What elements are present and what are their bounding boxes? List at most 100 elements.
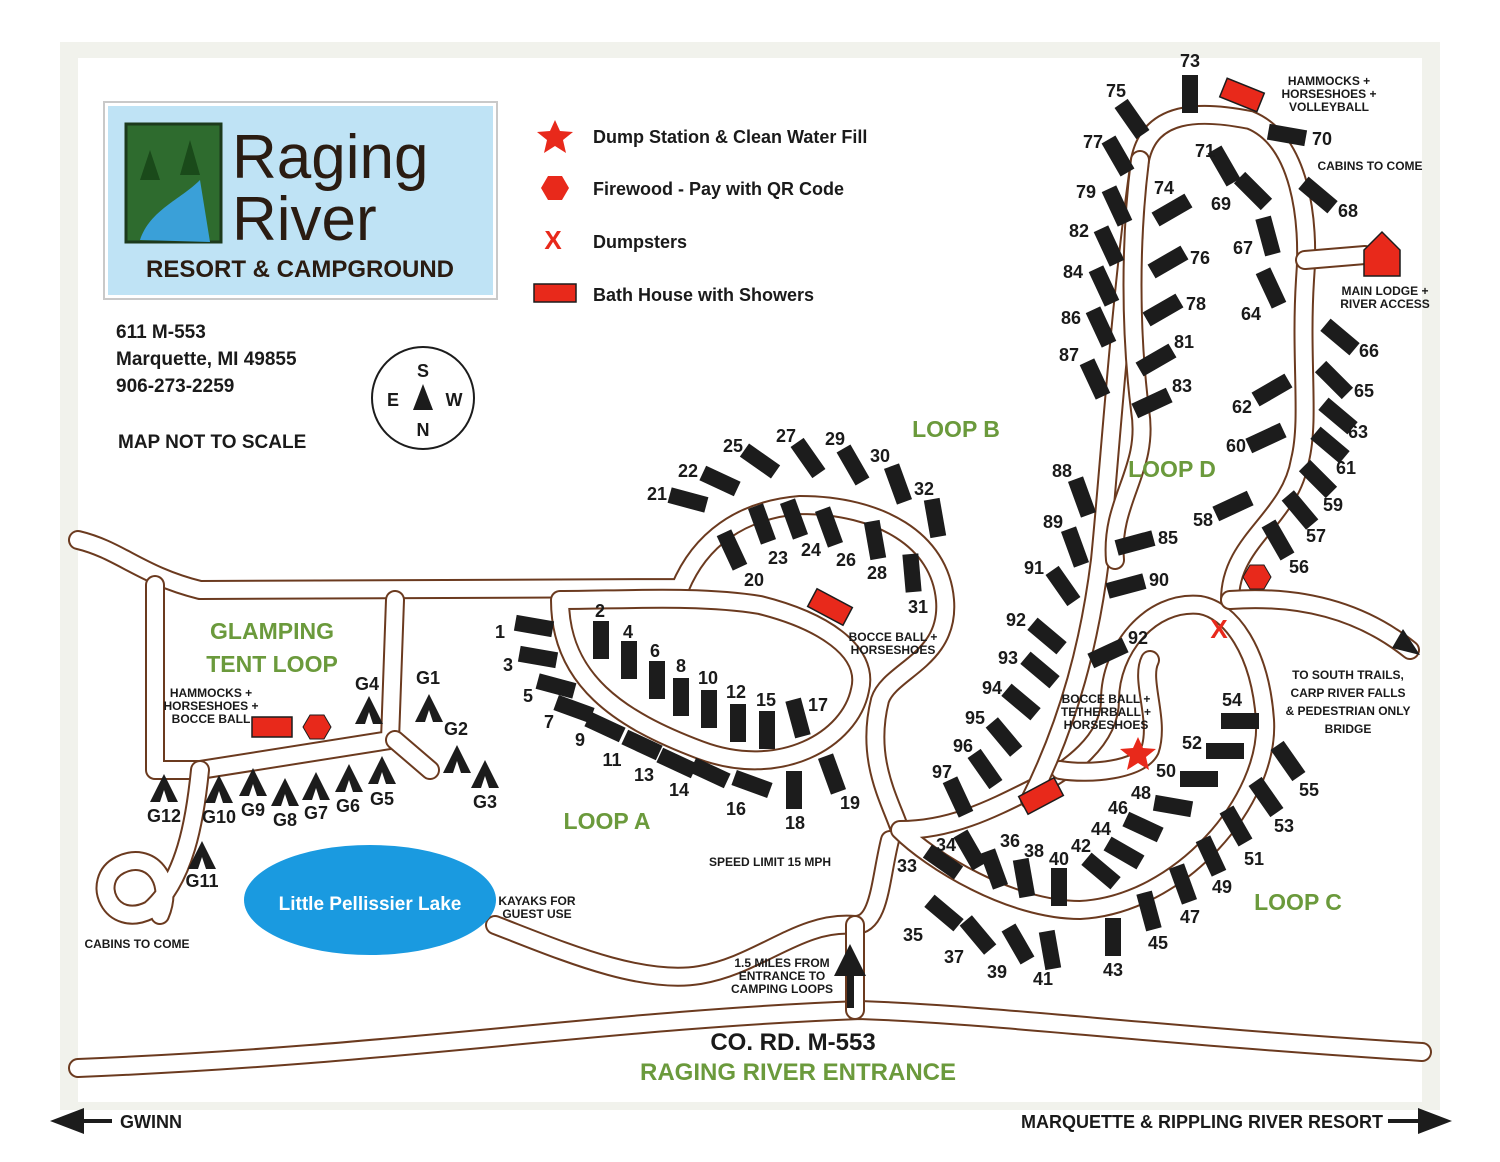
campsite-57: 57: [1281, 490, 1326, 546]
campsite-21: 21: [647, 484, 709, 513]
campsite-number: 40: [1049, 849, 1069, 869]
loop-d-label: LOOP D: [1128, 456, 1216, 482]
campsite-number: 54: [1222, 690, 1242, 710]
campsite-number: 5: [523, 686, 533, 706]
svg-text:HORSESHOES +: HORSESHOES +: [163, 699, 258, 713]
campsite-number: 26: [836, 550, 856, 570]
dumpster-icon: X: [1210, 614, 1228, 644]
campsite-pad: [790, 437, 826, 479]
campsite-pad: [779, 498, 809, 540]
campsite-94: 94: [982, 678, 1041, 721]
campsite-number: 69: [1211, 194, 1231, 214]
campsite-78: 78: [1142, 293, 1206, 327]
campsite-5: 5: [523, 673, 577, 706]
glamping-site-g1: G1: [415, 668, 443, 722]
svg-text:HORSESHOES +: HORSESHOES +: [1281, 87, 1376, 101]
tent-icon: [471, 760, 499, 788]
campsite-17: 17: [785, 695, 828, 739]
campsite-82: 82: [1069, 221, 1125, 267]
campsite-pad: [924, 894, 964, 932]
campsite-36: 36: [979, 831, 1020, 890]
glamping-site-g9: G9: [239, 768, 267, 820]
campsite-38: 38: [1012, 841, 1044, 899]
campsite-number: 6: [650, 641, 660, 661]
glamping-site-g2: G2: [443, 719, 471, 773]
campsite-number: 63: [1348, 422, 1368, 442]
glamping-site-label: G11: [185, 871, 218, 891]
campsite-number: 77: [1083, 132, 1103, 152]
address-street: 611 M-553: [116, 322, 206, 343]
svg-text:TO SOUTH TRAILS,: TO SOUTH TRAILS,: [1292, 668, 1404, 682]
campsite-number: 97: [932, 762, 952, 782]
svg-text:HORSESHOES: HORSESHOES: [1064, 718, 1149, 732]
bathhouse-top: [1218, 77, 1266, 113]
campsite-number: 11: [602, 750, 621, 770]
campsite-number: 92: [1128, 628, 1148, 648]
campsite-13: 13: [634, 747, 698, 785]
campsite-number: 16: [726, 799, 746, 819]
campsite-pad: [621, 729, 663, 761]
campsite-number: 36: [1000, 831, 1020, 851]
campsite-number: 89: [1043, 512, 1063, 532]
campsite-10: 10: [698, 668, 718, 728]
campsite-1: 1: [495, 614, 555, 642]
campsite-71: 71: [1195, 141, 1241, 187]
campsite-pad: [1233, 171, 1273, 211]
campsite-number: 85: [1158, 528, 1178, 548]
svg-text:RIVER ACCESS: RIVER ACCESS: [1340, 297, 1430, 311]
campsite-number: 41: [1033, 969, 1053, 989]
campsite-40: 40: [1049, 849, 1069, 906]
campsite-pad: [1270, 740, 1306, 782]
campsite-pad: [1298, 459, 1338, 499]
campsite-pad: [1085, 306, 1117, 348]
svg-text:HORSESHOES: HORSESHOES: [851, 643, 936, 657]
campsite-number: 53: [1274, 816, 1294, 836]
campsite-37: 37: [944, 915, 997, 967]
campsite-48: 48: [1131, 783, 1194, 818]
campsite-pad: [785, 697, 811, 739]
campsite-56: 56: [1261, 519, 1309, 577]
campsite-pad: [747, 503, 777, 545]
campsite-number: 21: [647, 484, 667, 504]
campsite-88: 88: [1052, 461, 1097, 518]
campsite-pad: [1105, 573, 1147, 599]
campsite-29: 29: [825, 429, 870, 486]
campsite-pad: [1219, 805, 1253, 847]
campsite-pad: [1248, 776, 1284, 818]
glamping-site-label: G6: [336, 796, 360, 816]
campsite-number: 90: [1149, 570, 1169, 590]
campsite-number: 74: [1154, 178, 1174, 198]
campsite-67: 67: [1233, 215, 1281, 258]
campsite-number: 94: [982, 678, 1002, 698]
campsite-pad: [1079, 358, 1111, 400]
campsite-55: 55: [1270, 740, 1319, 800]
campsite-pad: [985, 717, 1023, 757]
svg-text:GUEST USE: GUEST USE: [502, 907, 571, 921]
campsite-pad: [1067, 476, 1097, 518]
arrow-up-icon: [834, 944, 866, 976]
campsite-pad: [1045, 565, 1081, 607]
tent-icon: [188, 841, 216, 869]
campsite-pad: [922, 844, 964, 880]
campsite-pad: [1101, 185, 1133, 227]
main-lodge-icon: [1363, 230, 1401, 277]
campsite-number: 79: [1076, 182, 1096, 202]
campsite-pad: [1136, 890, 1162, 932]
campsite-31: 31: [902, 553, 928, 617]
campsite-pad: [1221, 713, 1259, 729]
compass-s: S: [417, 361, 429, 381]
svg-text:& PEDESTRIAN ONLY: & PEDESTRIAN ONLY: [1286, 704, 1411, 718]
campsite-81: 81: [1135, 332, 1194, 377]
campsite-number: 62: [1232, 397, 1252, 417]
glamping-site-label: G3: [473, 792, 497, 812]
campsite-pad: [593, 621, 609, 659]
campsite-number: 64: [1241, 304, 1261, 324]
campsite-number: 93: [998, 648, 1018, 668]
campsite-9: 9: [575, 711, 626, 750]
campsite-number: 7: [544, 712, 554, 732]
campsite-95: 95: [965, 708, 1023, 757]
campsite-number: 65: [1354, 381, 1374, 401]
campsite-number: 52: [1182, 733, 1202, 753]
campsite-30: 30: [870, 446, 913, 505]
